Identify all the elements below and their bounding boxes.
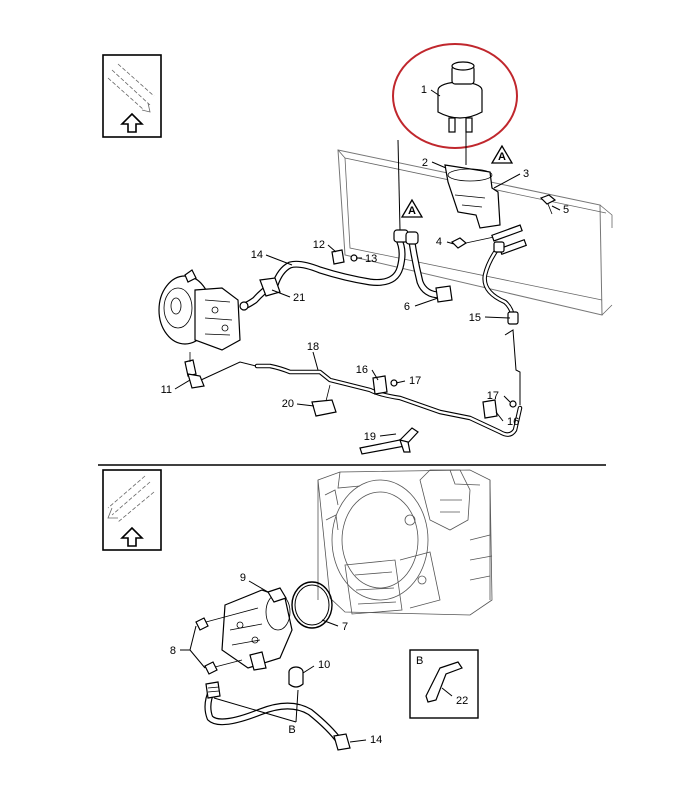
label-part-15: 15 (469, 312, 481, 324)
pipe-part-18 (254, 363, 523, 437)
label-part-3: 3 (523, 168, 529, 180)
fluid-reservoir (437, 61, 483, 133)
steering-pump-bottom (221, 587, 293, 671)
label-part-5: 5 (563, 204, 569, 216)
bracket-part-19 (359, 427, 419, 455)
bushing-part-10 (288, 666, 304, 688)
label-part-2: 2 (422, 157, 428, 169)
bracket-part-20 (311, 384, 337, 417)
label-part-6: 6 (404, 301, 410, 313)
pipe-part-15 (482, 241, 519, 325)
highlight-circle (392, 43, 518, 149)
label-part-16-right: 16 (507, 416, 519, 428)
label-part-17-mid: 17 (409, 375, 421, 387)
detail-box-b: B 22 (409, 649, 479, 719)
label-part-16-mid: 16 (356, 364, 368, 376)
marker-a-hose: A (400, 198, 424, 218)
label-part-7: 7 (342, 621, 348, 633)
label-b: B (288, 724, 295, 736)
label-part-14: 14 (251, 249, 263, 261)
label-part-12: 12 (313, 239, 325, 251)
label-part-11: 11 (161, 384, 172, 396)
steering-pump (158, 269, 241, 351)
clip-part-16 (372, 375, 398, 395)
leader-lines-top (174, 89, 561, 437)
view-direction-icon (102, 54, 162, 138)
hose-part-6 (405, 231, 453, 303)
label-part-17-right: 17 (487, 390, 499, 402)
view-direction-icon (102, 469, 162, 551)
leader-lines-bottom (180, 580, 367, 743)
engine-block (317, 469, 493, 616)
clip-part-12 (331, 249, 358, 265)
label-part-22: 22 (456, 695, 468, 707)
clip-part-16-right (482, 399, 517, 419)
label-part-10: 10 (318, 659, 330, 671)
fitting-part-11 (184, 352, 205, 389)
hose-part-21 (239, 277, 281, 311)
svg-text:A: A (408, 205, 416, 217)
label-part-4: 4 (436, 236, 442, 248)
o-ring-part-7 (291, 581, 333, 629)
label-part-14-bottom: 14 (370, 734, 382, 746)
detail-letter-b: B (416, 655, 423, 667)
reservoir-bracket (444, 164, 501, 229)
label-part-8: 8 (170, 645, 176, 657)
label-part-13: 13 (365, 253, 377, 265)
marker-a-reservoir: A (490, 144, 514, 164)
svg-text:A: A (498, 151, 506, 163)
hose-part-14-bottom (204, 681, 351, 751)
bolt-part-5 (539, 194, 557, 215)
label-part-9: 9 (240, 572, 246, 584)
label-part-19: 19 (364, 431, 376, 443)
label-part-1: 1 (421, 84, 427, 96)
chassis-frame-rail (337, 149, 613, 316)
bolt-part-4 (450, 224, 528, 256)
bolt-part-8 (195, 614, 243, 675)
label-part-18: 18 (307, 341, 319, 353)
label-part-21: 21 (293, 292, 305, 304)
label-part-20: 20 (282, 398, 294, 410)
